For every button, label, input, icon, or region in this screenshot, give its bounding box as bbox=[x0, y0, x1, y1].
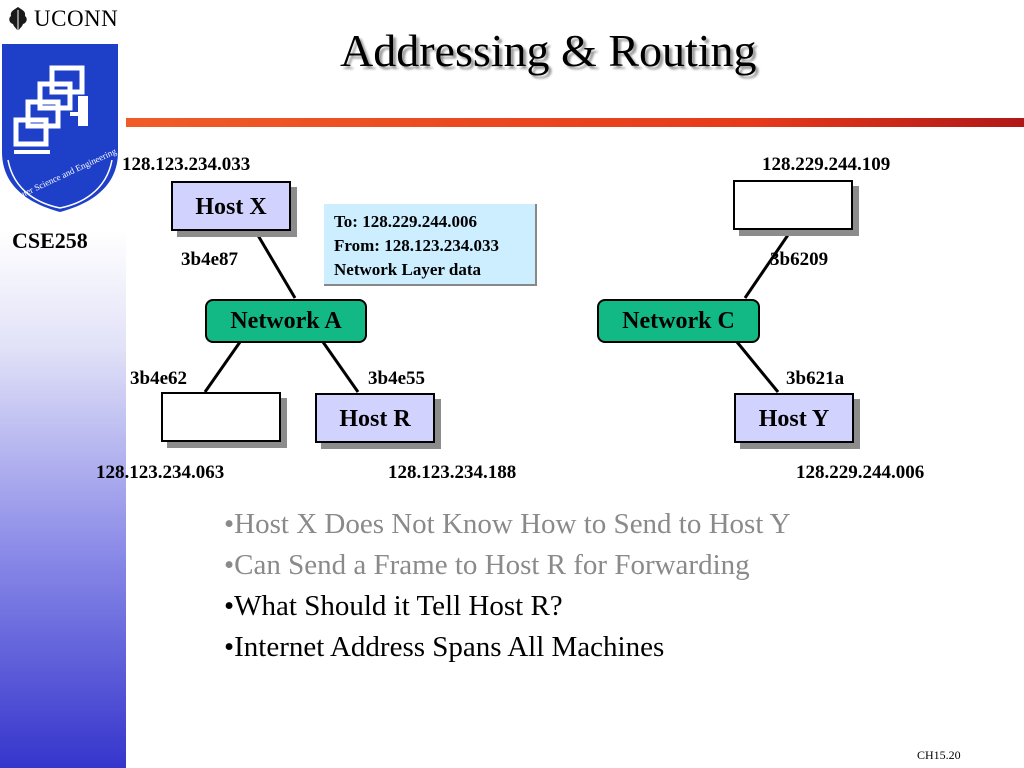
link-neta-hostunnamed bbox=[203, 341, 242, 393]
cse-department-logo: Computer Science and Engineering bbox=[0, 44, 118, 212]
bullet-item: •Host X Does Not Know How to Send to Hos… bbox=[224, 508, 791, 540]
ip-label-host-x: 128.123.234.033 bbox=[122, 154, 251, 175]
bullet-item: •What Should it Tell Host R? bbox=[224, 590, 563, 622]
slide-number: CH15.20 bbox=[917, 748, 961, 762]
ip-label-host-unnamed-c: 128.229.244.109 bbox=[762, 154, 891, 175]
packet-header-callout: To: 128.229.244.006 From: 128.123.234.03… bbox=[324, 204, 537, 286]
network-c: Network C bbox=[597, 299, 760, 343]
host-r: Host R bbox=[315, 393, 435, 443]
host-unnamed-network-c bbox=[733, 180, 853, 230]
mac-label-host-unnamed-a: 3b4e62 bbox=[130, 368, 187, 389]
packet-to: To: 128.229.244.006 bbox=[334, 212, 477, 231]
mac-label-host-y: 3b621a bbox=[786, 368, 845, 389]
uconn-logo: UCONN bbox=[6, 6, 118, 32]
mac-label-host-r: 3b4e55 bbox=[368, 368, 425, 389]
host-unnamed-network-a bbox=[161, 392, 281, 442]
link-hostc-netc bbox=[743, 231, 792, 299]
ip-label-host-y: 128.229.244.006 bbox=[796, 462, 925, 483]
link-neta-hostr bbox=[321, 341, 360, 393]
bullet-item: •Internet Address Spans All Machines bbox=[224, 631, 665, 663]
link-netc-hosty bbox=[735, 341, 780, 393]
slide-title: Addressing & Routing bbox=[340, 25, 757, 76]
ip-label-host-unnamed-a: 128.123.234.063 bbox=[96, 462, 225, 483]
host-x: Host X bbox=[171, 181, 291, 231]
sidebar: UCONN Computer Science and Engineering C… bbox=[0, 0, 126, 768]
oak-leaf-icon bbox=[9, 7, 27, 31]
mac-label-host-x: 3b4e87 bbox=[181, 249, 238, 270]
title-underline bbox=[126, 118, 1024, 127]
network-a: Network A bbox=[205, 299, 367, 343]
packet-from: From: 128.123.234.033 bbox=[334, 236, 499, 255]
mac-label-host-unnamed-c: 3b6209 bbox=[770, 249, 829, 270]
host-y: Host Y bbox=[734, 393, 854, 443]
course-code: CSE258 bbox=[12, 228, 88, 253]
bullet-list: •Host X Does Not Know How to Send to Hos… bbox=[224, 504, 791, 668]
ip-label-host-r: 128.123.234.188 bbox=[388, 462, 517, 483]
uconn-wordmark: UCONN bbox=[34, 6, 119, 31]
link-hostx-neta bbox=[254, 231, 297, 299]
bullet-item: •Can Send a Frame to Host R for Forwardi… bbox=[224, 549, 750, 581]
packet-payload: Network Layer data bbox=[334, 260, 481, 279]
